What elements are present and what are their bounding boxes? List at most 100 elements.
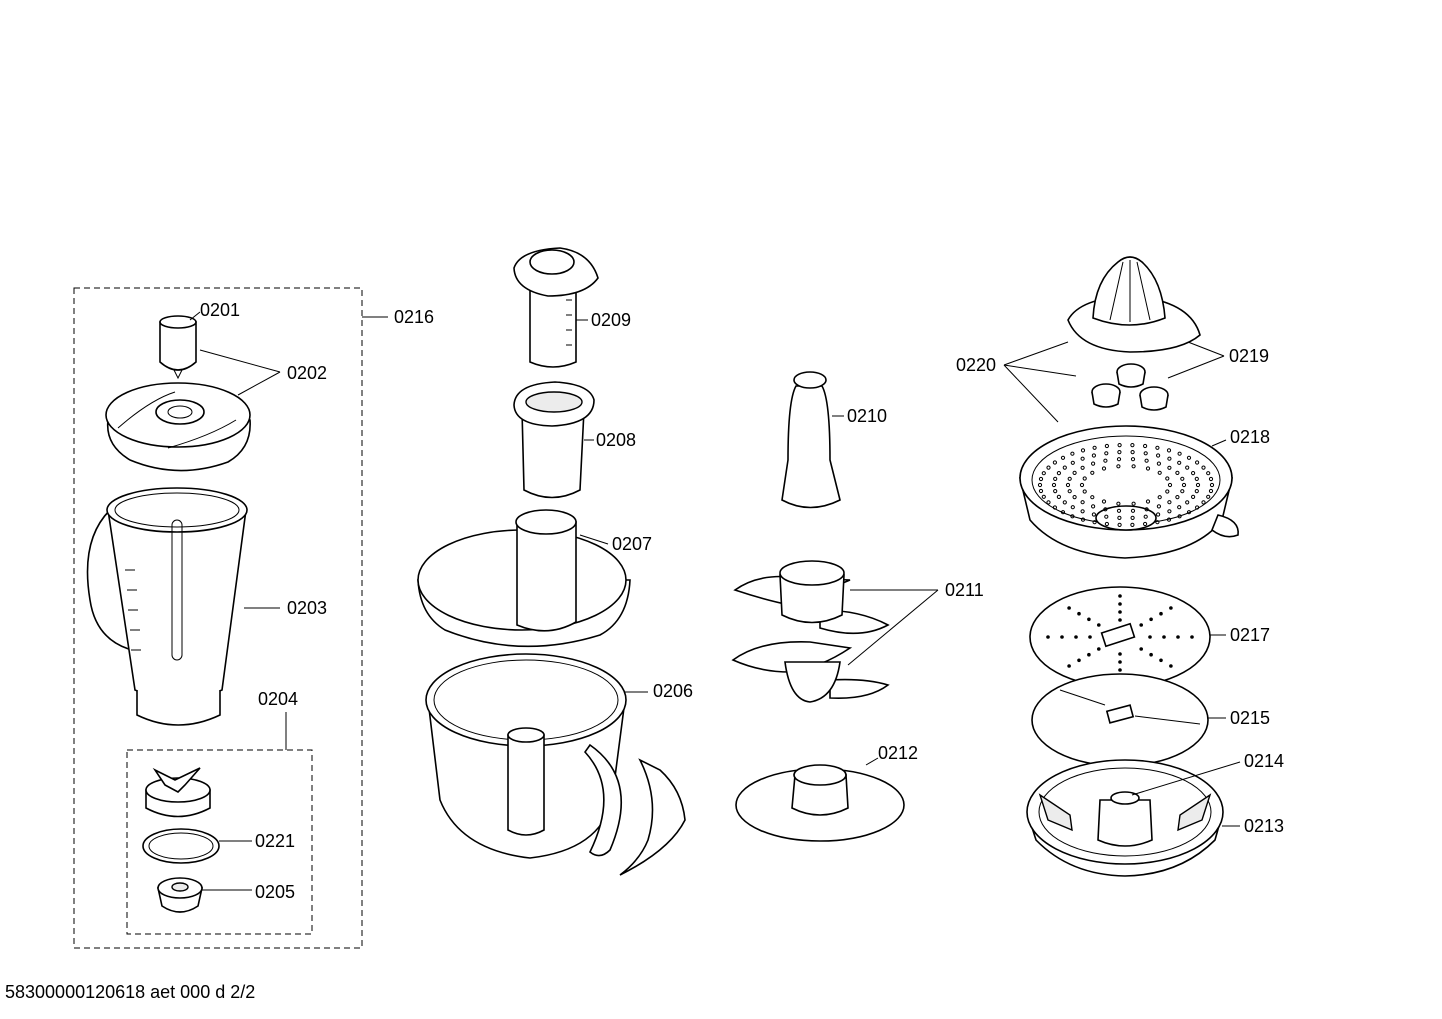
disc-perforation xyxy=(1118,668,1122,672)
strainer-hole xyxy=(1072,495,1077,500)
disc-perforation xyxy=(1046,635,1050,639)
strainer-hole xyxy=(1065,482,1071,488)
strainer-hole xyxy=(1041,471,1046,476)
strainer-hole xyxy=(1080,448,1086,453)
strainer-hole xyxy=(1165,476,1170,481)
strainer-hole xyxy=(1186,510,1192,515)
label-0201: 0201 xyxy=(200,300,241,320)
strainer-hole xyxy=(1101,499,1107,504)
part-gears xyxy=(1091,363,1169,411)
disc-perforation xyxy=(1077,658,1081,663)
strainer-hole xyxy=(1116,464,1121,469)
strainer-hole xyxy=(1177,505,1182,510)
disc-perforation xyxy=(1149,617,1153,622)
disc-perforation xyxy=(1148,635,1152,639)
strainer-hole xyxy=(1186,455,1192,460)
label-0210: 0210 xyxy=(847,406,888,426)
part-coupling xyxy=(157,877,203,913)
group-box-0204 xyxy=(126,749,313,935)
strainer-hole xyxy=(1046,500,1051,505)
strainer-hole xyxy=(1130,457,1136,462)
label-0202: 0202 xyxy=(287,363,328,383)
disc-perforation xyxy=(1097,647,1101,651)
strainer-hole xyxy=(1052,505,1058,510)
disc-perforation xyxy=(1139,647,1143,651)
label-0204: 0204 xyxy=(258,689,299,709)
strainer-hole xyxy=(1191,471,1196,476)
strainer-hole xyxy=(1053,476,1058,481)
strainer-hole xyxy=(1177,460,1182,465)
strainer-hole xyxy=(1067,489,1072,494)
strainer-hole xyxy=(1062,500,1067,505)
part-processor-lid xyxy=(417,509,631,648)
strainer-hole xyxy=(1090,470,1095,475)
part-processor-bowl xyxy=(425,653,686,876)
disc-perforation xyxy=(1087,652,1091,657)
strainer-hole xyxy=(1143,451,1148,456)
strainer-hole xyxy=(1206,471,1211,476)
strainer-hole xyxy=(1070,505,1075,510)
strainer-hole xyxy=(1166,448,1172,453)
strainer-hole xyxy=(1117,515,1122,521)
strainer-hole xyxy=(1052,460,1058,465)
strainer-hole xyxy=(1070,514,1075,519)
strainer-hole xyxy=(1177,514,1182,519)
part-citrus-strainer xyxy=(1018,425,1239,559)
strainer-hole xyxy=(1185,465,1190,470)
disc-perforation xyxy=(1067,606,1071,610)
strainer-hole xyxy=(1156,504,1162,509)
part-measuring-cap xyxy=(159,315,197,380)
disc-perforation xyxy=(1074,635,1078,639)
strainer-hole xyxy=(1157,470,1162,475)
label-0219: 0219 xyxy=(1229,346,1270,366)
strainer-hole xyxy=(1208,476,1214,482)
strainer-hole xyxy=(1116,508,1122,513)
strainer-hole xyxy=(1167,465,1172,470)
strainer-hole xyxy=(1070,451,1075,456)
label-0214: 0214 xyxy=(1244,751,1285,771)
disc-perforation xyxy=(1169,606,1173,610)
strainer-hole xyxy=(1194,489,1199,494)
label-0212: 0212 xyxy=(878,743,919,763)
strainer-hole xyxy=(1145,499,1151,504)
strainer-hole xyxy=(1056,471,1062,476)
disc-perforation xyxy=(1118,602,1122,606)
label-0207: 0207 xyxy=(612,534,653,554)
disc-perforation xyxy=(1087,617,1091,622)
strainer-hole xyxy=(1156,461,1162,466)
strainer-hole xyxy=(1104,514,1109,519)
strainer-hole xyxy=(1091,504,1096,509)
disc-perforation xyxy=(1060,635,1064,639)
strainer-hole xyxy=(1167,509,1172,514)
strainer-hole xyxy=(1038,476,1044,482)
strainer-hole xyxy=(1144,507,1149,512)
strainer-hole xyxy=(1038,488,1044,494)
strainer-hole xyxy=(1060,455,1066,460)
strainer-hole xyxy=(1201,465,1206,470)
strainer-hole xyxy=(1080,509,1085,514)
strainer-hole xyxy=(1209,482,1215,488)
label-0203: 0203 xyxy=(287,598,328,618)
strainer-hole xyxy=(1117,522,1122,528)
strainer-hole xyxy=(1082,476,1087,481)
label-0211: 0211 xyxy=(945,580,984,600)
disc-perforation xyxy=(1159,658,1163,663)
strainer-hole xyxy=(1157,495,1162,500)
part-sealing-ring xyxy=(142,828,220,864)
strainer-hole xyxy=(1201,500,1206,505)
strainer-hole xyxy=(1130,450,1135,455)
disc-perforation xyxy=(1118,660,1122,664)
strainer-hole xyxy=(1181,482,1187,488)
strainer-hole xyxy=(1143,443,1148,449)
strainer-hole xyxy=(1156,453,1161,458)
strainer-hole xyxy=(1101,466,1107,471)
strainer-hole xyxy=(1092,520,1097,525)
strainer-hole xyxy=(1175,470,1180,475)
strainer-hole xyxy=(1070,460,1075,465)
leader-lines xyxy=(189,311,1241,891)
strainer-hole xyxy=(1180,489,1185,494)
disc-perforation xyxy=(1067,664,1071,668)
disc-perforation xyxy=(1097,623,1101,627)
strainer-hole xyxy=(1117,443,1122,448)
